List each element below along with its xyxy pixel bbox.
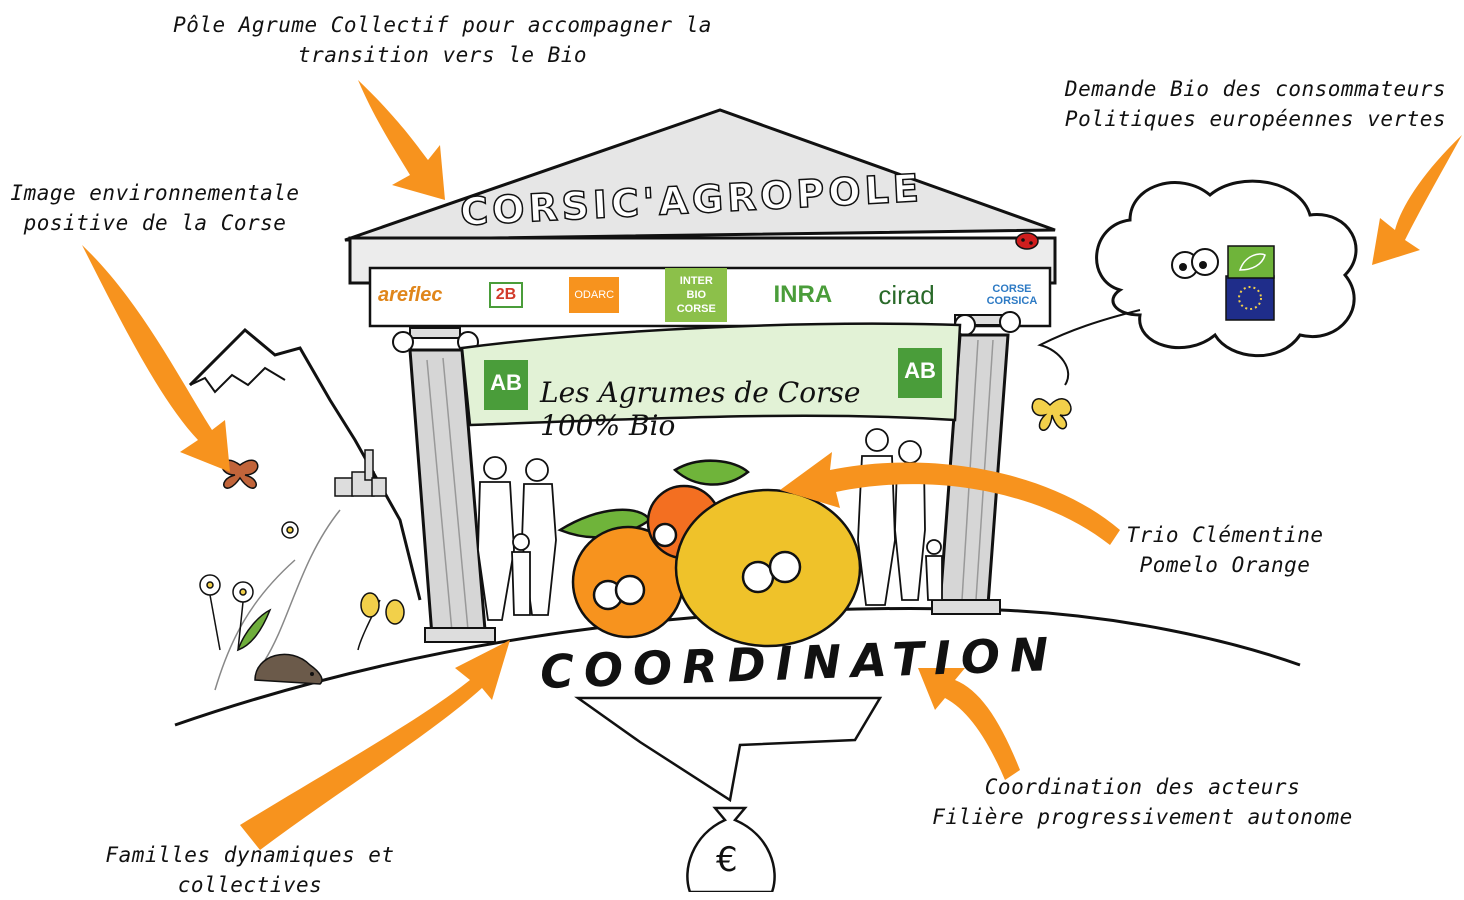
euro-symbol: € — [716, 840, 738, 880]
arrow-bottom-left — [240, 640, 510, 850]
logo-areflec: areflec — [378, 283, 443, 306]
note-left: Image environnementale positive de la Co… — [10, 181, 300, 235]
logo-2b: 2B — [488, 282, 524, 308]
note-top-right: Demande Bio des consommateurs Politiques… — [1064, 77, 1447, 131]
arrow-bottom-right — [918, 668, 1020, 780]
hedgehog-icon — [254, 653, 323, 685]
logo-corse: CORSE CORSICA — [986, 283, 1038, 307]
ground-line — [174, 606, 1301, 727]
logo-inter-bio-corse: INTER BIO CORSE — [665, 268, 728, 322]
logo-odarc: ODARC — [569, 277, 620, 313]
banner-text: Les Agrumes de Corse 100% Bio — [540, 376, 861, 442]
note-middle-right: Trio Clémentine Pomelo Orange — [1126, 523, 1324, 577]
money-bag-icon — [686, 806, 776, 892]
organic-leaf-icon — [1227, 245, 1275, 279]
eu-flag-icon — [1225, 275, 1275, 321]
cloud-icon — [1037, 179, 1358, 386]
note-top: Pôle Agrume Collectif pour accompagner l… — [173, 13, 712, 67]
flower-icon — [199, 521, 405, 652]
ab-badge-left: AB — [484, 360, 528, 410]
arrow-top — [358, 80, 445, 200]
arrow-middle-right — [780, 452, 1120, 545]
note-bottom-left: Familles dynamiques et collectives — [105, 843, 395, 897]
butterfly-icon — [1031, 398, 1072, 431]
banner — [460, 322, 962, 427]
village-icon — [334, 449, 387, 497]
logo-strip: areflec 2B ODARC INTER BIO CORSE INRA ci… — [378, 268, 1043, 322]
citrus-icon — [557, 459, 862, 648]
ab-badge-right: AB — [898, 348, 942, 398]
logo-inra: INRA — [773, 281, 833, 308]
mountain-icon — [188, 327, 422, 691]
logo-cirad: cirad — [878, 279, 935, 310]
arrow-top-right — [1372, 135, 1462, 265]
coordination-arrow — [574, 696, 883, 803]
note-bottom-right: Coordination des acteurs Filière progres… — [932, 775, 1353, 829]
ladybug-icon — [1015, 232, 1039, 250]
family-icon — [477, 428, 943, 621]
arrow-left — [82, 245, 230, 472]
butterfly-icon — [221, 459, 259, 489]
